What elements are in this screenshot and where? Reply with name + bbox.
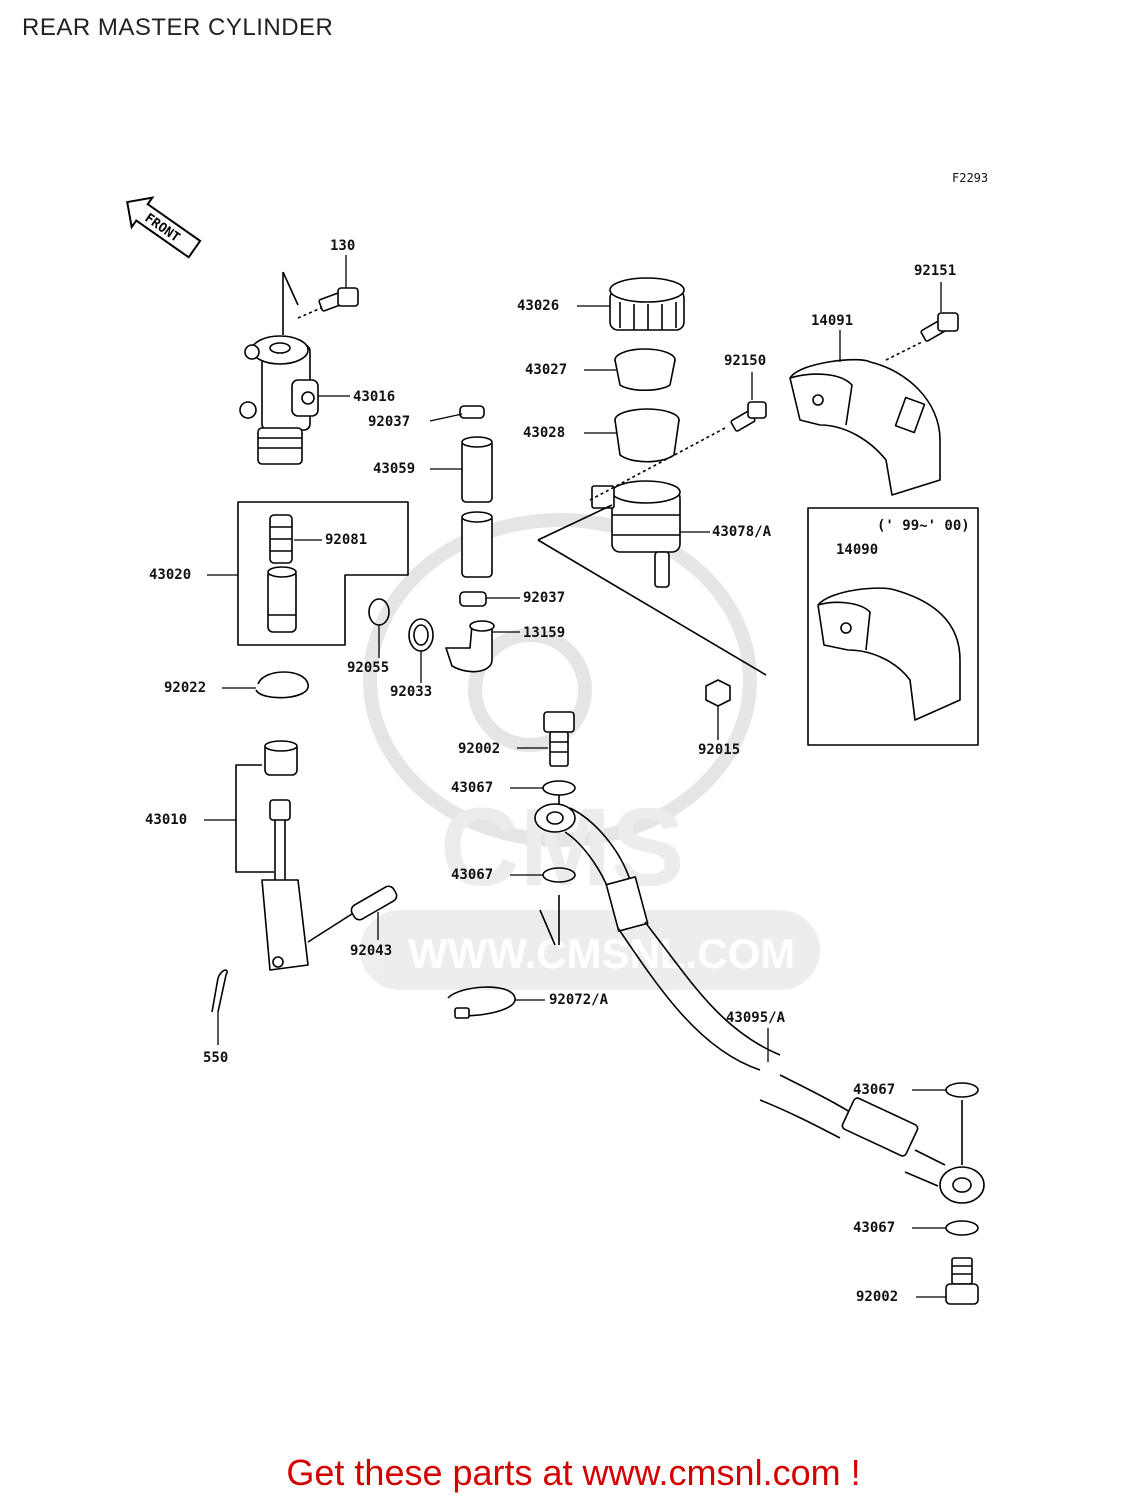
- hose-43059-icon: [461, 436, 493, 578]
- part-label-550: 550: [203, 1050, 229, 1066]
- part-label-92033: 92033: [390, 684, 433, 700]
- washer-92033-icon: [408, 618, 434, 652]
- part-label-92037: 92037: [523, 590, 566, 606]
- part-label-92002: 92002: [856, 1289, 899, 1305]
- spring-92081-icon: [269, 514, 293, 564]
- part-label-43067: 43067: [451, 780, 494, 796]
- part-label-43067: 43067: [451, 867, 494, 883]
- part-label-14090: 14090: [836, 542, 879, 558]
- part-label-43078A: 43078/A: [712, 524, 772, 540]
- reservoir-43078A-icon: [591, 480, 681, 588]
- circlip-92022-icon: [255, 671, 309, 699]
- fitting-13159-icon: [445, 620, 495, 673]
- part-label-14091: 14091: [811, 313, 854, 329]
- part-label-92151: 92151: [914, 263, 957, 279]
- piston-icon: [267, 566, 297, 633]
- part-label-92002: 92002: [458, 741, 501, 757]
- part-label-92043: 92043: [350, 943, 393, 959]
- part-label-43067: 43067: [853, 1220, 896, 1236]
- clip-92037-bottom-icon: [459, 591, 487, 607]
- washer-43067-d-icon: [945, 1220, 979, 1236]
- pin-92043-icon: [307, 885, 398, 943]
- clamp-92072A-icon: [447, 986, 516, 1017]
- front-arrow-icon: FRONT: [126, 196, 202, 259]
- banjo-bolt-92002-bottom-icon: [945, 1257, 979, 1305]
- part-label-43059: 43059: [373, 461, 416, 477]
- cotter-pin-550-icon: [211, 969, 228, 1013]
- group-box-43020: [237, 501, 409, 646]
- plate-43027-icon: [614, 348, 676, 392]
- part-label-92037: 92037: [368, 414, 411, 430]
- part-label-13159: 13159: [523, 625, 566, 641]
- bolt-130-icon: [297, 287, 359, 319]
- part-label-92022: 92022: [164, 680, 207, 696]
- part-label-92081: 92081: [325, 532, 368, 548]
- part-label-92150: 92150: [724, 353, 767, 369]
- washer-43067-c-icon: [945, 1082, 979, 1098]
- watermark-url: WWW.CMSNL.COM: [408, 930, 795, 977]
- part-label-43028: 43028: [523, 425, 566, 441]
- part-label-43020: 43020: [149, 567, 192, 583]
- master-cylinder-body: [239, 271, 319, 465]
- variant-note: (' 99~' 00): [877, 518, 970, 534]
- brake-hose-43095A-icon: [534, 803, 985, 1204]
- part-label-92015: 92015: [698, 742, 741, 758]
- diaphragm-43028-icon: [614, 408, 680, 463]
- page-title: REAR MASTER CYLINDER: [22, 14, 334, 41]
- figure-code: F2293: [952, 171, 989, 185]
- cap-43026-icon: [609, 277, 685, 331]
- variant-box: [807, 507, 979, 746]
- part-label-43027: 43027: [525, 362, 568, 378]
- banjo-bolt-92002-top-icon: [543, 711, 575, 767]
- part-label-92072A: 92072/A: [549, 992, 609, 1008]
- clip-92037-top-icon: [459, 405, 485, 419]
- part-label-43010: 43010: [145, 812, 188, 828]
- cover-14090-icon: [817, 587, 961, 721]
- watermark: CMS WWW.CMSNL.COM: [360, 513, 820, 990]
- footer-promo-link[interactable]: Get these parts at www.cmsnl.com !: [286, 1452, 861, 1493]
- bolt-92151-icon: [920, 312, 959, 342]
- bolt-92150-icon: [730, 401, 767, 432]
- leader-lines: [204, 255, 946, 1298]
- part-label-43067: 43067: [853, 1082, 896, 1098]
- part-label-43095A: 43095/A: [726, 1010, 786, 1026]
- part-label-43026: 43026: [517, 298, 560, 314]
- part-label-92055: 92055: [347, 660, 390, 676]
- part-label-43016: 43016: [353, 389, 396, 405]
- pushrod-43010-icon: [261, 740, 309, 971]
- part-label-130: 130: [330, 238, 356, 254]
- nut-92015-icon: [705, 679, 731, 707]
- cover-14091-icon: [789, 341, 941, 496]
